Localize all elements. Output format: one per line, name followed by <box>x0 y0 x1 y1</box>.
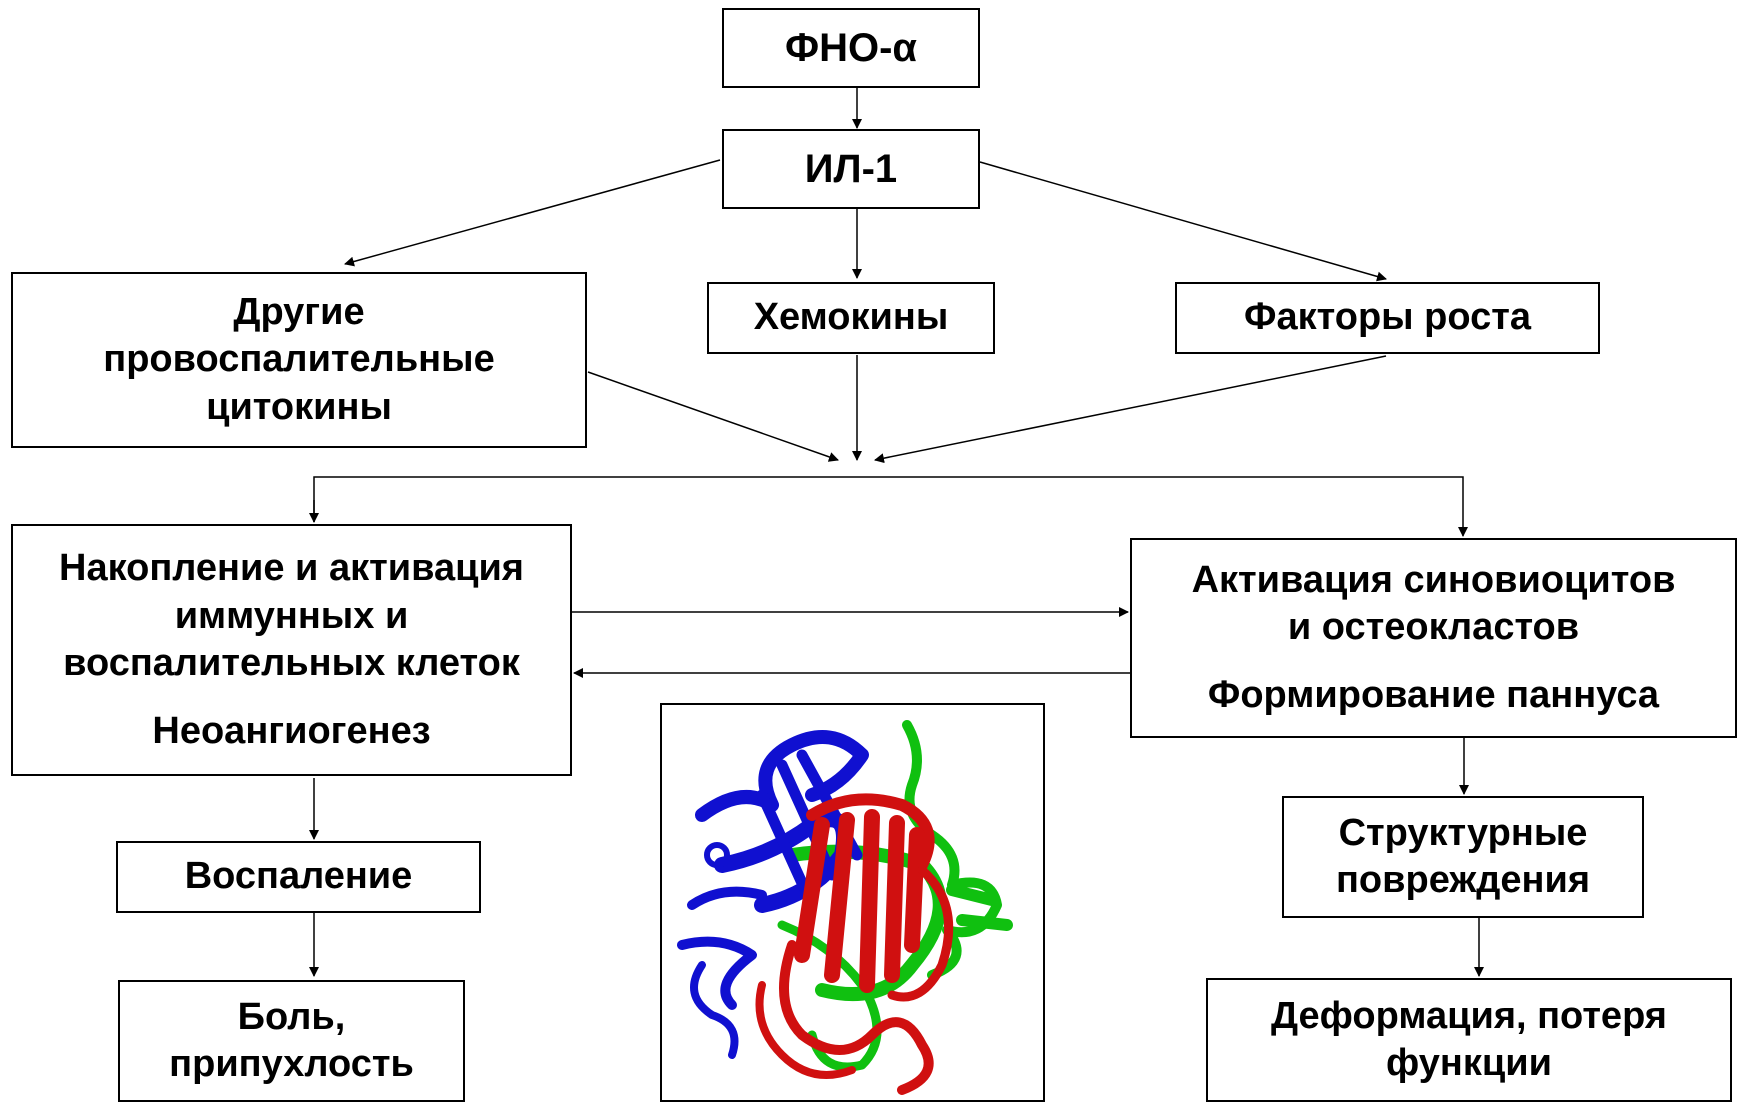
node-accumulation-line-3: воспалительных клеток <box>63 642 520 684</box>
node-accumulation-line-2: иммунных и <box>174 594 409 637</box>
chain-red <box>755 793 954 1095</box>
node-chemokines-label: Хемокины <box>753 296 949 339</box>
node-activation: Активация синовиоцитов и остеокластов Фо… <box>1130 538 1737 738</box>
node-other-line-3: цитокины <box>206 385 392 428</box>
node-activation-line-1: Активация синовиоцитов <box>1191 558 1676 601</box>
node-il1-label: ИЛ-1 <box>804 147 898 191</box>
node-structural-line-1: Структурные <box>1338 811 1588 854</box>
node-accumulation-line-1: Накопление и активация <box>59 547 524 589</box>
node-deformation: Деформация, потеря функции <box>1206 978 1732 1102</box>
node-tnf-alpha: ФНО-α <box>722 8 980 88</box>
arrow-il1-to-growth-factors <box>979 161 1387 282</box>
node-deformation-line-1: Деформация, потеря <box>1271 994 1667 1037</box>
node-tnf-alpha-label: ФНО-α <box>784 26 918 70</box>
node-deformation-line-2: функции <box>1386 1042 1552 1084</box>
node-other-line-2: провоспалительные <box>103 338 495 381</box>
tnf-trimer-ribbon-illustration <box>677 720 1013 1095</box>
node-other-line-1: Другие <box>233 290 365 333</box>
node-neoangiogenesis: Неоангиогенез <box>152 709 431 752</box>
node-inflammation: Воспаление <box>116 841 481 913</box>
node-pain-line-1: Боль, <box>237 995 346 1038</box>
arrow-other-to-merge <box>587 371 839 462</box>
merge-split-line <box>313 476 1468 537</box>
node-pain-swelling: Боль, припухлость <box>118 980 465 1102</box>
node-growth-factors: Факторы роста <box>1175 282 1600 354</box>
arrow-growth-to-merge <box>874 355 1387 464</box>
node-il1: ИЛ-1 <box>722 129 980 209</box>
protein-structure-image <box>660 703 1045 1102</box>
node-growth-factors-label: Факторы роста <box>1244 296 1531 339</box>
node-activation-line-2: и остеокластов <box>1287 606 1580 649</box>
node-chemokines: Хемокины <box>707 282 995 354</box>
node-pannus-formation: Формирование паннуса <box>1207 673 1660 716</box>
node-structural-damage: Структурные повреждения <box>1282 796 1644 918</box>
node-inflammation-label: Воспаление <box>184 855 413 898</box>
node-structural-line-2: повреждения <box>1335 859 1591 901</box>
node-pain-line-2: припухлость <box>169 1043 414 1085</box>
arrow-il1-to-other-cytokines <box>344 159 721 267</box>
node-accumulation: Накопление и активация иммунных и воспал… <box>11 524 572 776</box>
node-other-cytokines: Другие провоспалительные цитокины <box>11 272 587 448</box>
